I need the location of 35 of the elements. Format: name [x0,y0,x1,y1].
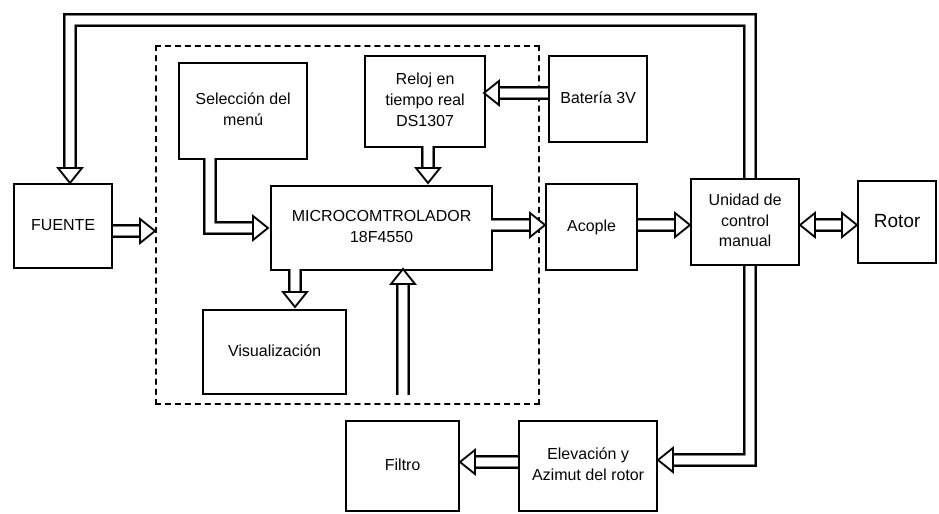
block-label: Selección del menú [194,90,292,131]
block-label: Filtro [384,456,422,476]
block-label: Rotor [872,210,922,234]
block-box [545,183,638,271]
dashed-group-box [155,45,540,405]
block-label: Reloj en tiempo real DS1307 [384,70,466,132]
hollow-arrow [491,210,547,240]
hollow-arrow [482,78,548,108]
hollow-arrow [388,267,418,395]
block-box [690,178,800,266]
hollow-arrow [414,146,442,185]
block-box [202,309,347,395]
block-box [270,185,493,271]
hollow-arrow [656,266,757,474]
hollow-arrow [638,210,692,240]
block-box [364,55,486,148]
hollow-arrow [798,210,859,240]
hollow-arrow [56,13,757,185]
block-label: MICROCOMTROLADOR 18F4550 [290,207,472,248]
block-box [13,183,113,269]
block-box [178,62,308,160]
hollow-arrow [458,448,518,476]
block-label: Unidad de control manual [708,190,782,252]
block-box [857,180,937,264]
hollow-arrow [203,158,270,242]
block-label: Acople [566,216,617,237]
block-label: Batería 3V [559,88,637,109]
hollow-arrow [280,269,310,309]
block-box [518,420,658,512]
block-box [345,420,460,512]
block-label: Elevación y Azimut del rotor [530,445,646,486]
block-box [548,55,648,143]
block-label: Visualización [226,342,322,362]
hollow-arrow [113,216,157,246]
block-label: FUENTE [30,216,96,236]
